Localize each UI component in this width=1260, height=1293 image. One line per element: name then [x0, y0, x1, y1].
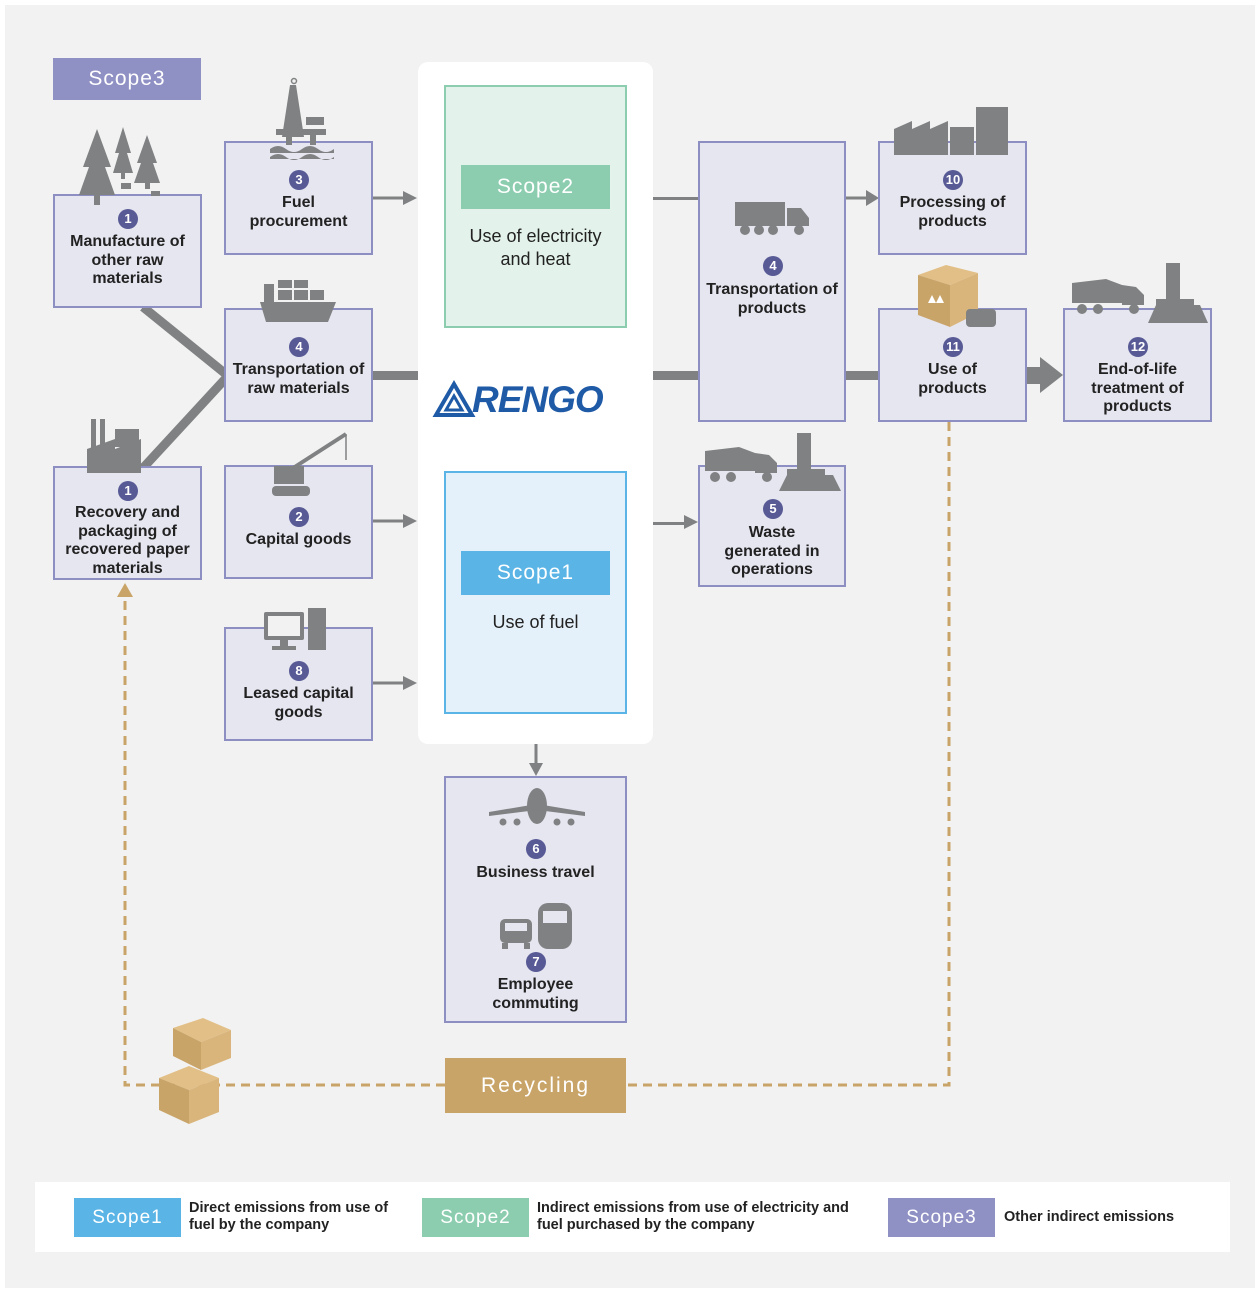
- arrow-head: [866, 190, 879, 206]
- step-number-badge: 1: [118, 209, 138, 229]
- scope3-tag: Scope3: [53, 58, 201, 100]
- arrow-head: [403, 191, 417, 205]
- arrow-head: [117, 583, 133, 597]
- box-label: Leased capital goods: [243, 685, 354, 721]
- step-number-badge: 8: [289, 661, 309, 681]
- box-label: Fuel procurement: [249, 194, 348, 230]
- company-logo: RENGO: [432, 379, 644, 420]
- scope1-text: Use of fuel: [492, 612, 579, 632]
- product-box-hand-icon: [918, 265, 996, 327]
- step-number-badge: 7: [526, 952, 546, 972]
- box-end-of-life: 12 End-of-life treatment of products: [1063, 308, 1212, 422]
- box-label: Transportation of products: [706, 281, 838, 317]
- garbage-truck-incinerator-icon: [705, 433, 841, 491]
- step-number-badge: 12: [1128, 337, 1148, 357]
- step-number-badge: 6: [526, 839, 546, 859]
- legend-scope3-tag: Scope3: [888, 1198, 995, 1237]
- connector-line: [653, 197, 698, 200]
- arrow-head: [684, 515, 698, 529]
- arrow-head: [403, 676, 417, 690]
- box-fuel-procurement: 3 Fuel procurement: [224, 141, 373, 255]
- box-label: Capital goods: [245, 531, 352, 548]
- connector-graphics: [117, 190, 1063, 1087]
- legend-scope2-text: Indirect emissions from use of electrici…: [537, 1200, 849, 1233]
- recycling-factory-icon: [87, 419, 141, 473]
- box-manufacture-raw-materials: 1 Manufacture of other raw materials: [53, 194, 202, 308]
- scope2-text: Use of electricity and heat: [469, 226, 602, 269]
- legend-scope1-tag: Scope1: [74, 1198, 181, 1237]
- box-transport-products: 4 Transportation of products: [698, 141, 846, 422]
- diagonal-connector: [140, 303, 230, 379]
- step-number-badge: 4: [763, 256, 783, 276]
- cardboard-boxes-icon: [159, 1018, 231, 1124]
- step-number-badge: 11: [943, 337, 963, 357]
- recycling-loop: [123, 595, 445, 1087]
- crane-icon: [272, 432, 348, 496]
- box-transport-raw-materials: 4 Transportation of raw materials: [224, 308, 373, 422]
- connector-line: [653, 522, 689, 525]
- connector-line: [846, 371, 878, 380]
- car-train-icon: [500, 903, 572, 949]
- step-number-badge: 5: [763, 499, 783, 519]
- step-number-badge: 4: [289, 337, 309, 357]
- legend-scope3-text: Other indirect emissions: [1004, 1209, 1175, 1225]
- scope2-tag: Scope2: [461, 165, 610, 209]
- computer-icon: [264, 608, 326, 650]
- box-label: Employee commuting: [492, 976, 579, 1012]
- arrow-line: [1026, 367, 1044, 384]
- scope1-box: Scope1 Use of fuel: [444, 471, 627, 714]
- arrow-head: [1040, 357, 1063, 393]
- recycling-loop: [625, 422, 951, 1087]
- box-recovered-paper: 1 Recovery and packaging of recovered pa…: [53, 466, 202, 580]
- legend-scope1-text: Direct emissions from use of fuel by the…: [189, 1200, 389, 1233]
- airplane-icon: [489, 788, 585, 826]
- box-label: Use of products: [918, 361, 987, 397]
- truck-icon: [735, 202, 809, 235]
- factory-buildings-icon: [894, 107, 1008, 155]
- box-label: Waste generated in operations: [724, 524, 820, 578]
- diagonal-connector: [139, 373, 231, 472]
- rengo-logo-icon: [432, 380, 476, 417]
- step-number-badge: 3: [289, 170, 309, 190]
- legend-scope2-tag: Scope2: [422, 1198, 529, 1237]
- step-number-badge: 10: [943, 170, 963, 190]
- company-logo-text: RENGO: [472, 379, 604, 420]
- step-number-badge: 2: [289, 507, 309, 527]
- box-label: Manufacture of other raw materials: [70, 233, 185, 287]
- arrow-head: [529, 763, 543, 776]
- box-capital-goods: 2 Capital goods: [224, 465, 373, 579]
- arrow-head: [403, 514, 417, 528]
- box-label: Business travel: [476, 864, 595, 881]
- box-label: Transportation of raw materials: [232, 361, 365, 397]
- recycling-tag: Recycling: [445, 1058, 626, 1113]
- cargo-ship-icon: [260, 280, 336, 322]
- connector-line: [653, 371, 698, 380]
- box-label: Processing of products: [899, 194, 1006, 230]
- box-processing-products: 10 Processing of products: [878, 141, 1027, 255]
- box-label: Recovery and packaging of recovered pape…: [65, 504, 190, 577]
- box-leased-capital-goods: 8 Leased capital goods: [224, 627, 373, 741]
- legend: Scope1 Direct emissions from use of fuel…: [35, 1182, 1230, 1252]
- box-label: End-of-life treatment of products: [1091, 361, 1184, 415]
- oil-rig-icon: [270, 77, 334, 160]
- trees-icon: [79, 127, 160, 205]
- diagram-canvas: Scope3 1 Manufacture of other raw: [5, 5, 1255, 1288]
- end-of-life-truck-incinerator-icon: [1072, 263, 1208, 323]
- scope1-tag: Scope1: [461, 551, 610, 595]
- step-number-badge: 1: [118, 481, 138, 501]
- connector-line: [368, 371, 420, 380]
- scope2-box: Scope2 Use of electricity and heat: [444, 85, 627, 328]
